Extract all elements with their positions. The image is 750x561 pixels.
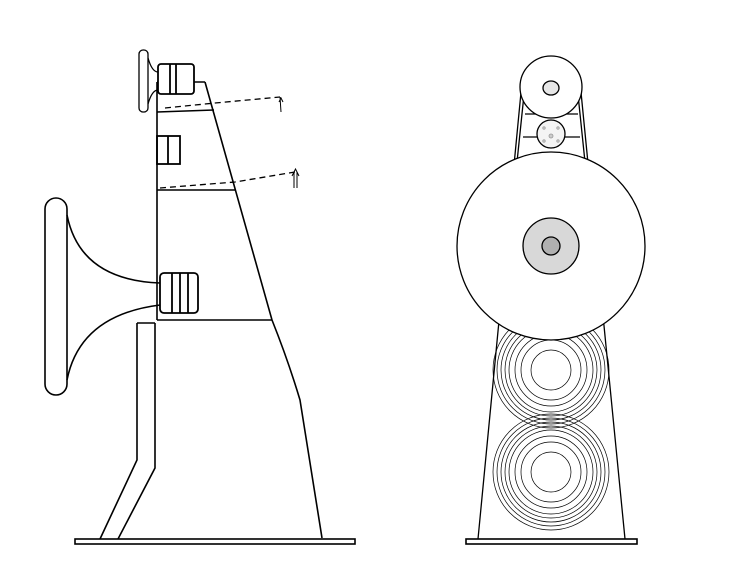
side-view [44, 49, 356, 545]
main-driver-phase-plug [541, 236, 561, 256]
tweeter-horn-rim [138, 49, 149, 113]
side-base-plate [74, 538, 356, 545]
tweeter-horn-flare [147, 57, 159, 105]
tweeter-dome [542, 80, 560, 96]
front-view [456, 55, 646, 545]
section-line-1 [156, 109, 215, 113]
main-horn-rim [44, 197, 68, 396]
sight-line-lower [159, 171, 296, 189]
woofer-lower [492, 413, 610, 531]
sight-line-upper [164, 96, 281, 109]
main-horn-flare [66, 214, 161, 381]
side-support-leg [99, 322, 156, 540]
front-base-plate [465, 538, 638, 545]
arrow-upper-icon [278, 96, 284, 113]
arrow-lower-icon [291, 167, 300, 188]
main-driver-side [159, 272, 199, 314]
